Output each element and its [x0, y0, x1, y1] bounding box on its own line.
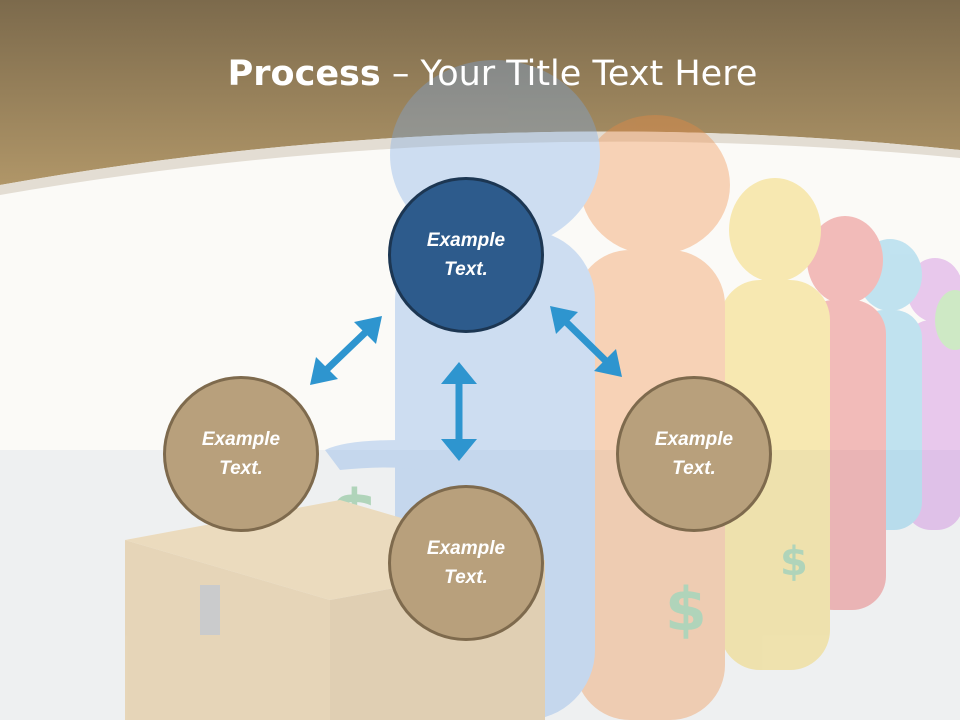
- right-circle: Example Text.: [616, 376, 772, 532]
- bottom-circle-text: Example Text.: [426, 538, 506, 588]
- title-rest: – Your Title Text Here: [380, 54, 758, 94]
- center-circle: Example Text.: [388, 177, 544, 333]
- right-circle-text: Example Text.: [654, 429, 734, 479]
- double-arrow-icon: [310, 316, 382, 385]
- svg-text:$: $: [330, 475, 379, 557]
- double-arrow-icon: [550, 306, 622, 377]
- svg-text:$: $: [780, 539, 808, 585]
- left-circle: Example Text.: [163, 376, 319, 532]
- slide-title: Process – Your Title Text Here: [0, 52, 960, 96]
- title-bold: Process: [227, 54, 381, 94]
- bottom-circle: Example Text.: [388, 485, 544, 641]
- center-circle-text: Example Text.: [426, 230, 506, 280]
- left-circle-text: Example Text.: [201, 429, 281, 479]
- svg-text:$: $: [665, 575, 707, 645]
- double-arrow-icon: [441, 362, 477, 461]
